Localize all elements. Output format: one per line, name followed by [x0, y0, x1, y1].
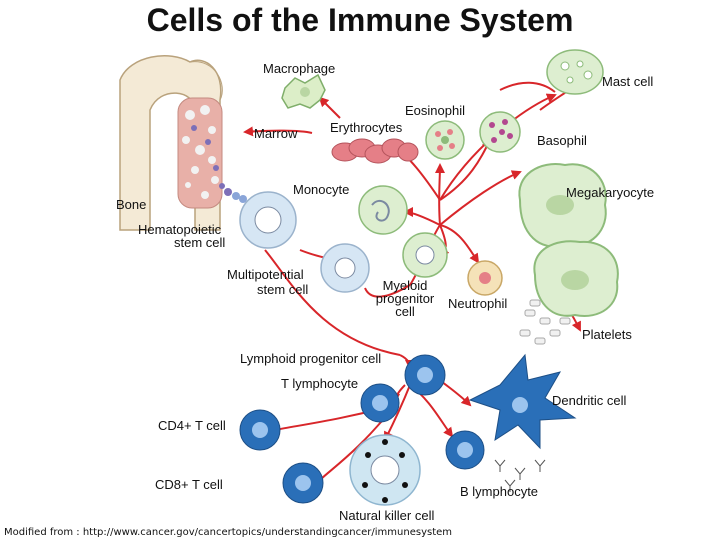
label-marrow: Marrow: [254, 126, 298, 141]
label-platelets: Platelets: [582, 327, 632, 342]
eosinophil-cell: [425, 120, 465, 160]
source-credit: Modified from : http://www.cancer.gov/ca…: [4, 527, 453, 538]
monocyte-cell: [358, 185, 408, 235]
hematopoietic-stem-cell: [239, 191, 297, 249]
lymphoid-progenitor-cell: [404, 354, 446, 396]
neutrophil-cell: [467, 260, 503, 296]
bone-illustration: [119, 55, 247, 231]
cd8-t-cell: [282, 462, 324, 504]
label-hematopoietic-line2: stem cell: [174, 235, 226, 250]
label-bone: Bone: [116, 197, 147, 212]
label-lymphoid-progenitor: Lymphoid progenitor cell: [240, 351, 382, 366]
b-lymphocyte-cell: [445, 430, 485, 470]
t-lymphocyte-cell: [360, 383, 400, 423]
label-myeloid-line2: progenitor: [375, 291, 435, 306]
multipotential-stem-cell: [320, 243, 370, 293]
platelets-cells: [519, 299, 571, 345]
label-hematopoietic-line1: Hematopoietic: [138, 222, 222, 237]
basophil-cell: [479, 111, 521, 153]
natural-killer-cell: [349, 434, 421, 506]
label-neutrophil: Neutrophil: [448, 296, 508, 311]
label-macrophage: Macrophage: [263, 61, 336, 76]
megakaryocyte-cells: [518, 163, 619, 317]
diagram-title: Cells of the Immune System: [146, 2, 574, 38]
label-t-lymphocyte: T lymphocyte: [281, 376, 359, 391]
label-b-lymphocyte: B lymphocyte: [460, 484, 539, 499]
erythrocytes-cells: [331, 138, 419, 164]
label-basophil: Basophil: [537, 133, 587, 148]
mast-cell: [546, 49, 604, 95]
cd4-t-cell: [239, 409, 281, 451]
label-myeloid-line3: cell: [395, 304, 415, 319]
myeloid-progenitor-cell: [402, 232, 448, 278]
label-eosinophil: Eosinophil: [405, 103, 465, 118]
label-mast-cell: Mast cell: [602, 74, 654, 89]
macrophage-cell: [281, 73, 326, 109]
label-multipotential-line2: stem cell: [257, 282, 309, 297]
dendritic-cell: [468, 353, 577, 450]
label-erythrocytes: Erythrocytes: [330, 120, 403, 135]
label-natural-killer-cell: Natural killer cell: [339, 508, 435, 523]
label-monocyte: Monocyte: [293, 182, 350, 197]
label-multipotential-line1: Multipotential: [227, 267, 304, 282]
label-myeloid-line1: Myeloid: [382, 278, 428, 293]
label-megakaryocyte: Megakaryocyte: [566, 185, 655, 200]
label-dendritic-cell: Dendritic cell: [552, 393, 627, 408]
antibody-icons: [494, 459, 546, 492]
label-cd8-t-cell: CD8+ T cell: [155, 477, 223, 492]
label-cd4-t-cell: CD4+ T cell: [158, 418, 226, 433]
